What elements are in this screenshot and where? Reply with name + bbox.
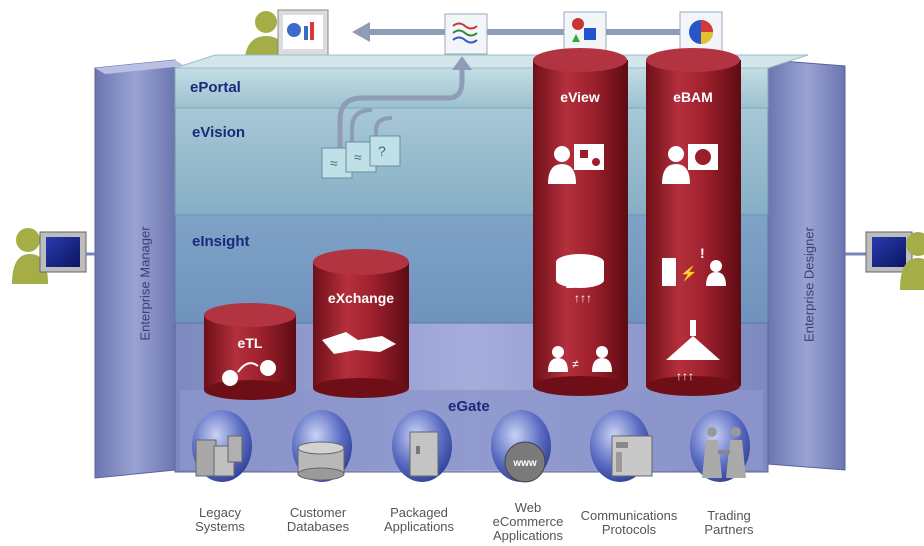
communications-protocols-label: Communications Protocols [580, 508, 678, 537]
svg-text:↑↑↑: ↑↑↑ [676, 369, 694, 383]
web-ecommerce-applications-label: Web eCommerce Applications [492, 500, 564, 543]
exchange-cylinder [313, 249, 409, 398]
eportal-label: ePortal [190, 79, 241, 96]
svg-text:?: ? [378, 143, 386, 159]
evision-documents-icon: ≈ ≈ ? [321, 56, 472, 179]
customer-databases-node [292, 410, 352, 482]
exchange-label: eXchange [327, 290, 395, 306]
evision-label: eVision [192, 124, 246, 141]
svg-text:≠: ≠ [572, 357, 579, 371]
svg-text:≈: ≈ [330, 155, 338, 171]
svg-text:⚡: ⚡ [680, 265, 697, 282]
pie-card-icon [679, 11, 723, 53]
www-icon-label: www [512, 458, 537, 469]
trading-partners-label: Trading Partners [704, 508, 754, 537]
eview-label: eView [560, 89, 600, 105]
legacy-systems-node [192, 410, 252, 482]
enterprise-designer-label: Enterprise Designer [801, 227, 817, 342]
etl-label: eTL [237, 335, 263, 351]
eview-cylinder: ↑↑↑ ≠ [533, 48, 628, 396]
communications-protocols-node [590, 410, 653, 482]
legacy-systems-label: Legacy Systems [195, 505, 245, 534]
top-arrow [352, 22, 710, 42]
customer-databases-label: Customer Databases [286, 505, 350, 534]
packaged-applications-node [392, 410, 452, 482]
packaged-applications-label: Packaged Applications [383, 505, 455, 534]
einsight-label: eInsight [192, 233, 250, 250]
etl-cylinder [204, 303, 296, 400]
designer-user-icon [845, 231, 924, 290]
svg-text:!: ! [700, 245, 705, 261]
enterprise-manager-label: Enterprise Manager [137, 226, 153, 341]
ebam-label: eBAM [673, 89, 713, 105]
ebam-cylinder: ⚡ ! ↑↑↑ [646, 48, 741, 396]
egate-label: eGate [448, 398, 490, 415]
svg-text:↑↑↑: ↑↑↑ [574, 291, 592, 305]
data-card-icon [444, 13, 488, 55]
trading-partners-node [690, 410, 750, 482]
shapes-card-icon [563, 11, 607, 53]
svg-text:≈: ≈ [354, 149, 362, 165]
web-ecommerce-node: www [491, 410, 551, 483]
manager-user-icon [12, 228, 95, 284]
